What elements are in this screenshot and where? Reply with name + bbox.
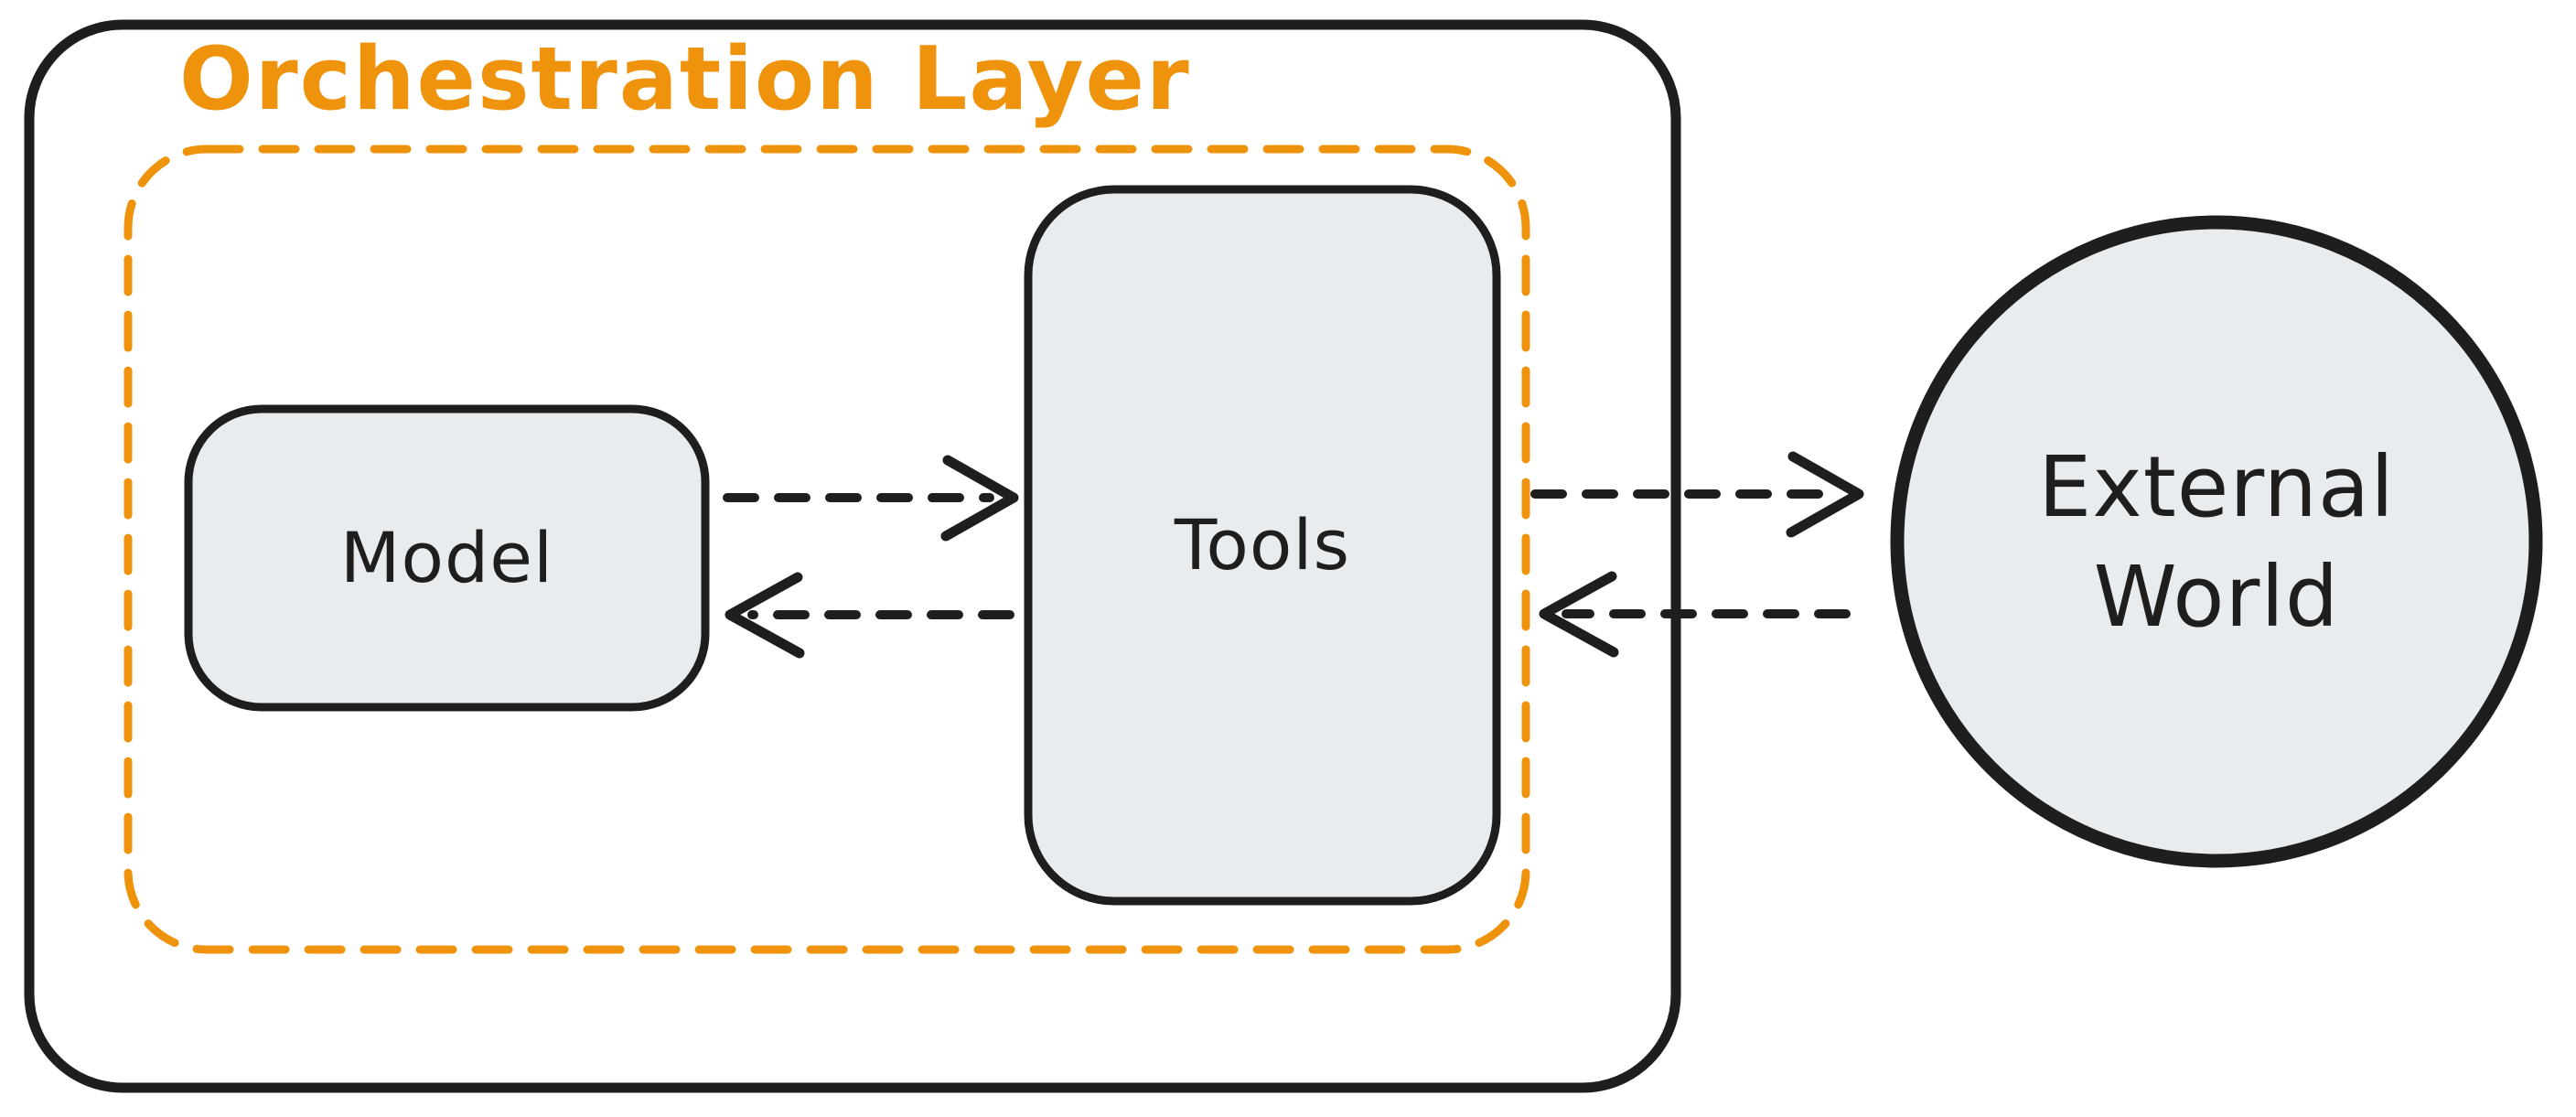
edge-model-to-tools [723, 455, 1019, 542]
edge-tools-to-external-world [1530, 451, 1864, 538]
external-world-node [1890, 215, 2543, 868]
edge-tools-to-external-world-arrowhead-icon [1786, 451, 1864, 538]
edge-model-to-tools-arrowhead-icon [940, 455, 1019, 542]
tools-node [1024, 185, 1501, 906]
orchestration-layer-boundary [123, 145, 1530, 954]
edge-tools-to-model [724, 572, 1014, 659]
edge-tools-to-model-arrowhead-icon [724, 572, 805, 659]
edge-external-world-to-tools [1539, 571, 1851, 658]
model-node [184, 404, 710, 712]
edge-external-world-to-tools-arrowhead-icon [1539, 571, 1619, 658]
